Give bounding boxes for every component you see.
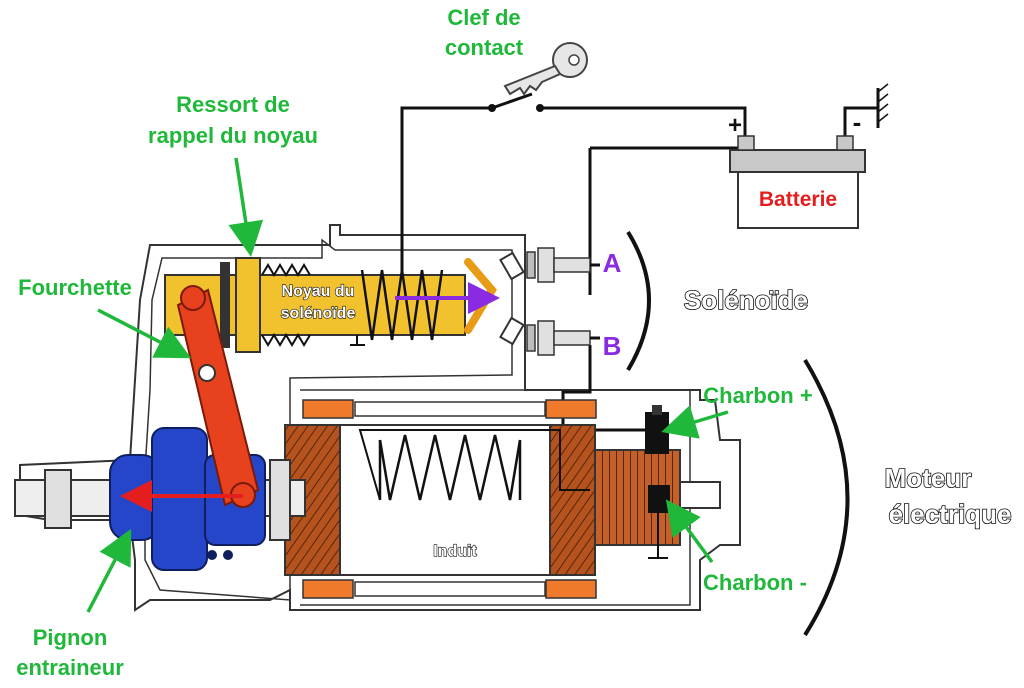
brush-minus-label: Charbon - bbox=[703, 570, 807, 595]
plunger-label-line2: solénoïde bbox=[281, 305, 356, 322]
spring-label-line1: Ressort de bbox=[176, 92, 290, 117]
terminal-a-bolt bbox=[526, 247, 600, 283]
solenoid-label: Solénoïde bbox=[684, 285, 808, 315]
field-magnets bbox=[302, 399, 597, 599]
plunger-label-line1: Noyau du bbox=[282, 283, 355, 300]
fork-label: Fourchette bbox=[18, 275, 132, 300]
battery-label: Batterie bbox=[759, 188, 837, 211]
key-label-line2: contact bbox=[445, 35, 524, 60]
brush-plus-label: Charbon + bbox=[703, 383, 812, 408]
ground-symbol bbox=[876, 83, 889, 128]
pinion-label-line1: Pignon bbox=[33, 625, 108, 650]
commutator bbox=[594, 449, 721, 546]
motor-bracket bbox=[803, 358, 850, 637]
pointer-arrows bbox=[86, 157, 729, 613]
key-switch[interactable] bbox=[488, 92, 544, 112]
solenoid-bracket bbox=[626, 230, 651, 372]
key-label-line1: Clef de bbox=[447, 5, 520, 30]
carbon-brush-negative bbox=[648, 485, 670, 559]
solenoid-contacts bbox=[499, 247, 600, 356]
battery bbox=[729, 135, 866, 229]
terminal-a-label: A bbox=[603, 248, 622, 278]
motor-label-line1: Moteur bbox=[885, 463, 972, 493]
terminal-b-bolt bbox=[526, 320, 600, 356]
key-icon bbox=[503, 42, 588, 96]
motor-label-line2: électrique bbox=[889, 499, 1012, 529]
battery-minus-sign: - bbox=[853, 107, 862, 137]
carbon-brush-positive bbox=[645, 405, 669, 454]
armature-label: Induit bbox=[433, 543, 477, 560]
terminal-b-label: B bbox=[603, 331, 622, 361]
battery-plus-sign: + bbox=[728, 112, 742, 139]
spring-label-line2: rappel du noyau bbox=[148, 123, 318, 148]
pinion-label-line2: entraineur bbox=[16, 655, 124, 680]
